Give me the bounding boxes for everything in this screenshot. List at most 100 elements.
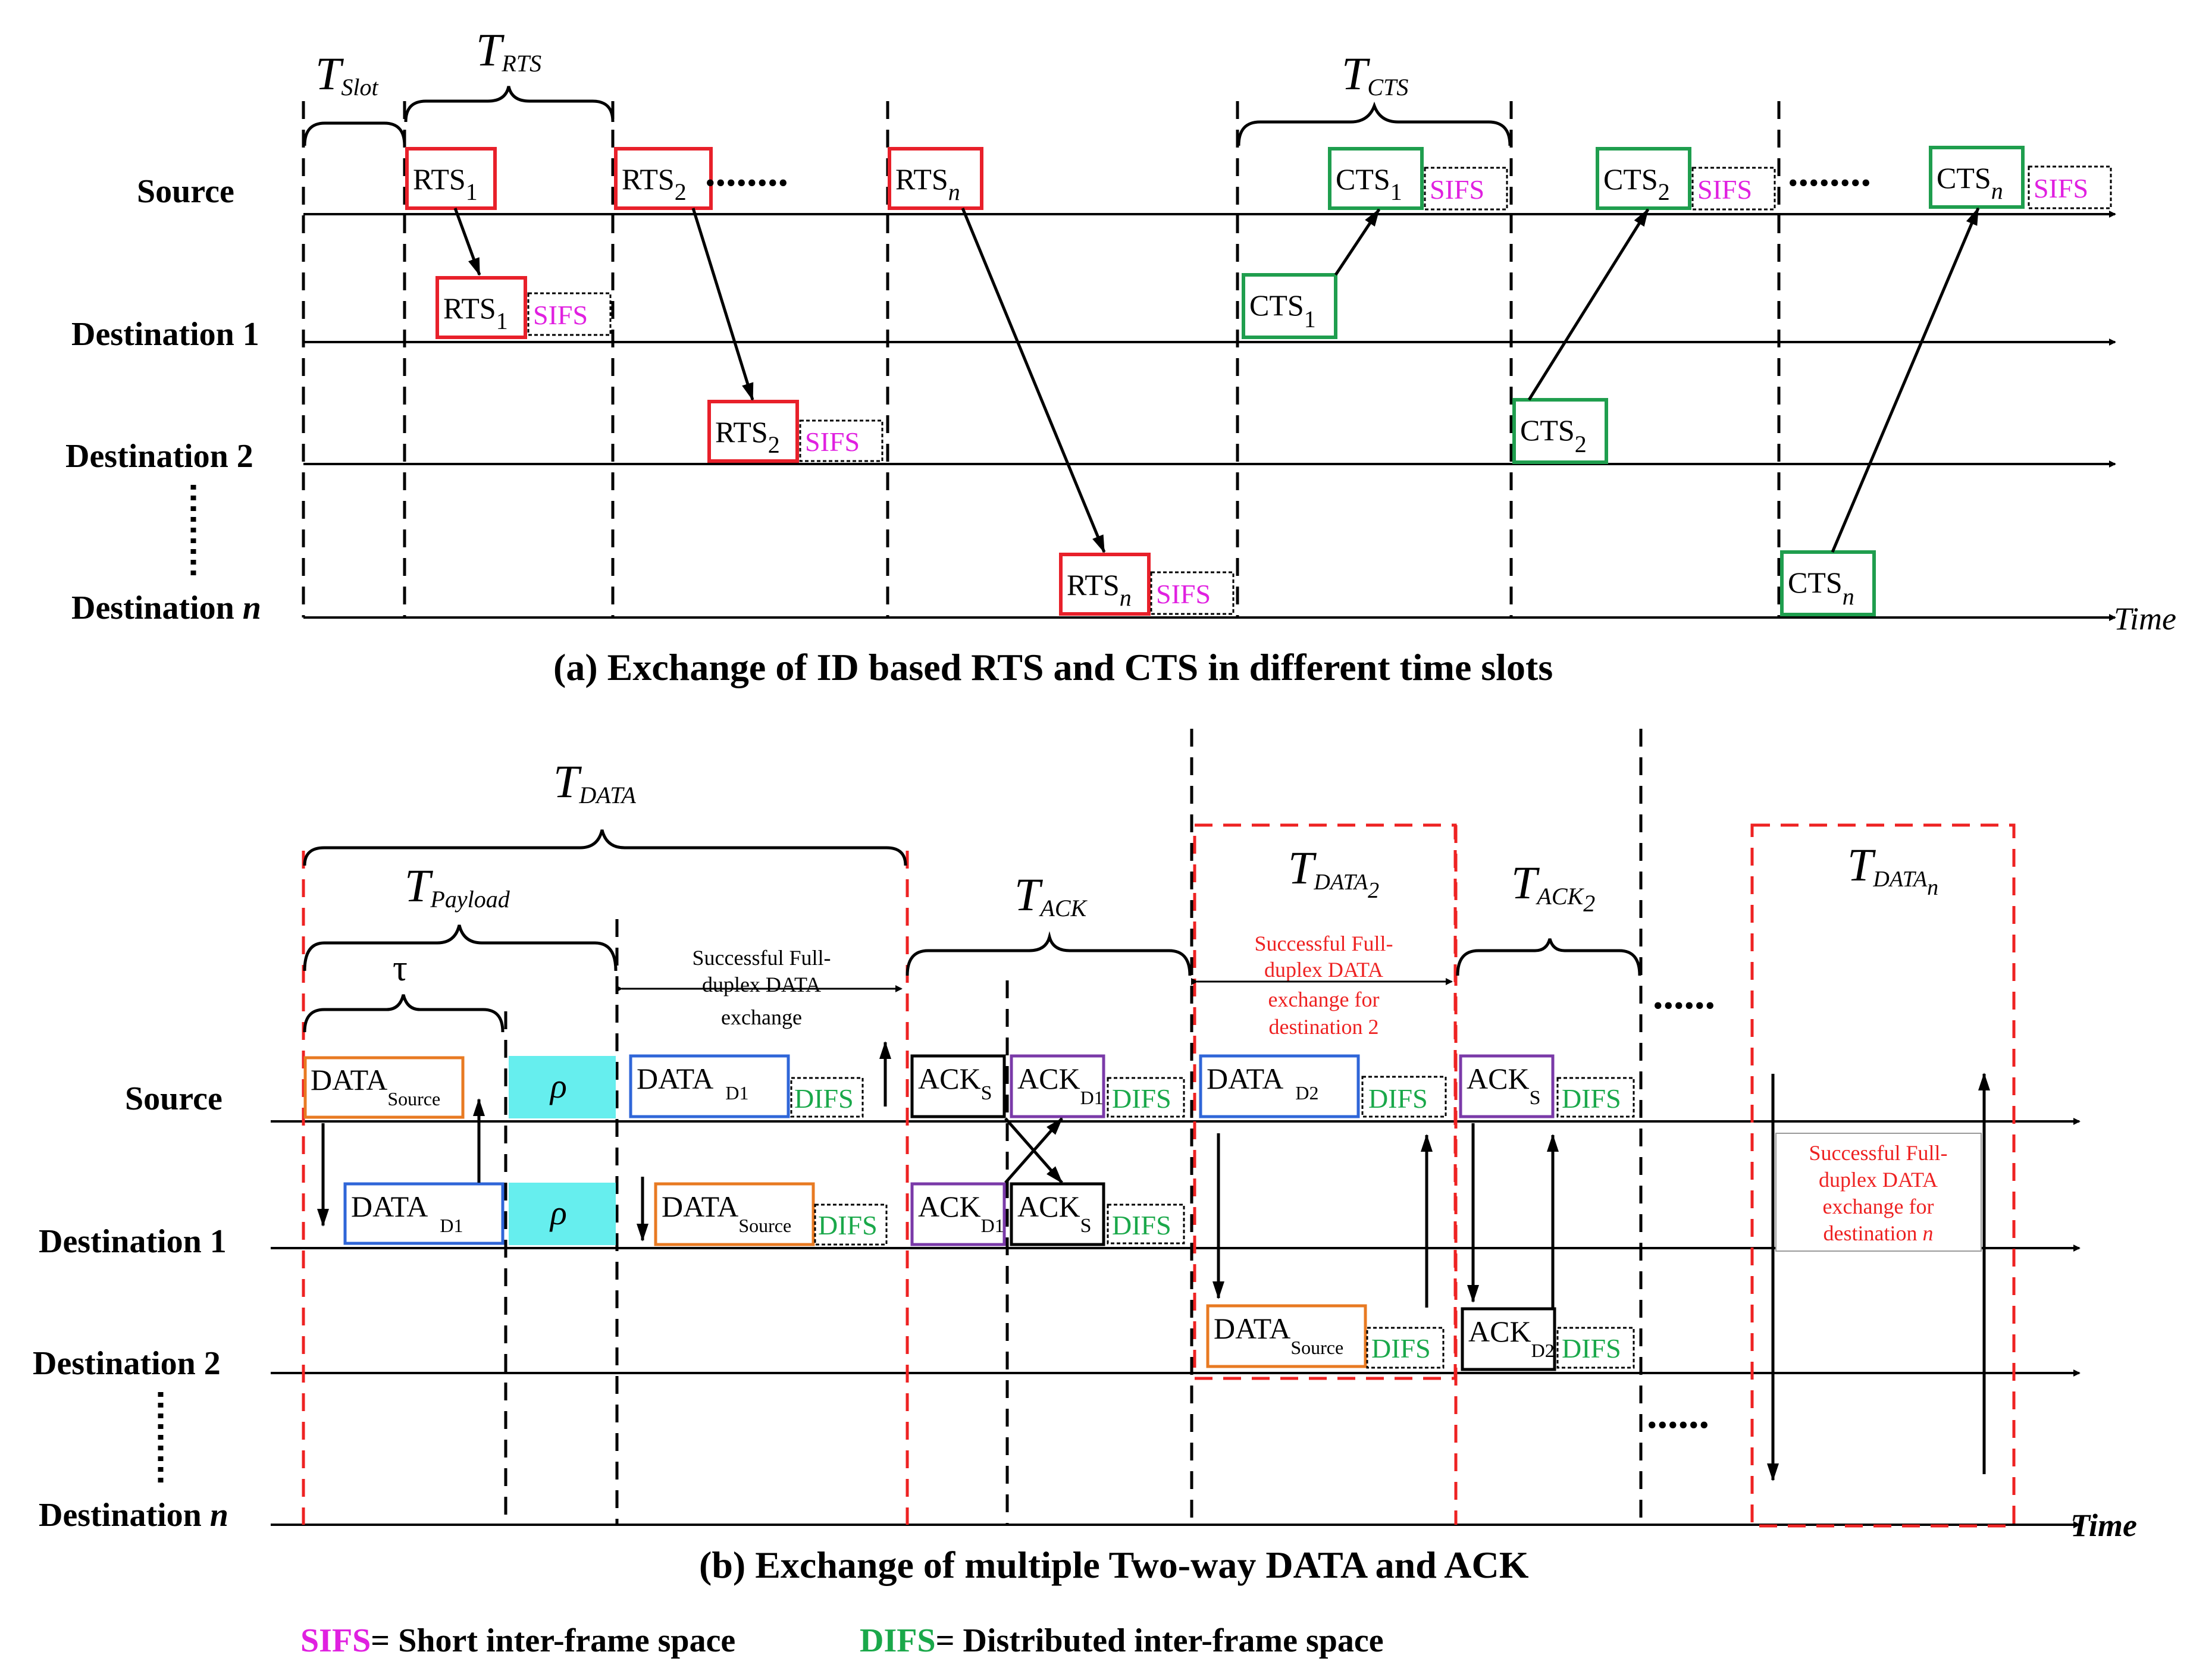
svg-text:RTS2: RTS2 — [622, 162, 687, 205]
cts2-source-box: CTS2 — [1596, 147, 1691, 210]
svg-text:duplex DATA: duplex DATA — [1264, 958, 1383, 982]
ellipsis-cts: ........ — [1788, 149, 1871, 195]
svg-text:DATASource: DATASource — [311, 1063, 440, 1109]
time-label-a: Time — [2114, 601, 2176, 637]
row-label-destn-a: Destination n — [71, 590, 261, 626]
data-source-box-dest1: DATASource — [654, 1182, 815, 1246]
svg-text:CTS1: CTS1 — [1336, 162, 1402, 205]
data-period-frames — [302, 823, 2016, 1528]
svg-text:CTSn: CTSn — [1937, 161, 2003, 204]
difs-box: DIFS — [814, 1203, 888, 1246]
svg-text:Successful Full-: Successful Full- — [693, 946, 831, 970]
svg-text:CTS2: CTS2 — [1603, 162, 1670, 205]
time-label-b: Time — [2070, 1507, 2137, 1543]
svg-text:SIFS: SIFS — [533, 300, 588, 330]
svg-text:ρ: ρ — [549, 1067, 567, 1105]
svg-text:SIFS: SIFS — [1697, 174, 1752, 205]
rts2-dest2-box: RTS2 — [707, 400, 799, 463]
data-source-box-dest2: DATASource — [1206, 1304, 1367, 1368]
svg-text:TDATAn: TDATAn — [1847, 839, 1938, 900]
legend: SIFS= Short inter-frame space DIFS= Dist… — [300, 1622, 1384, 1659]
ack-s-box-source: ACKS — [910, 1054, 1006, 1118]
svg-text:ACKD1: ACKD1 — [1017, 1062, 1104, 1108]
svg-text:DIFS: DIFS — [794, 1083, 854, 1114]
svg-text:destination 2: destination 2 — [1269, 1015, 1379, 1039]
row-label-source-a: Source — [137, 173, 234, 210]
caption-a: (a) Exchange of ID based RTS and CTS in … — [553, 646, 1553, 688]
svg-text:exchange: exchange — [721, 1005, 802, 1029]
sifs-box: SIFS — [1424, 167, 1508, 211]
svg-text:ACKS: ACKS — [1017, 1190, 1092, 1237]
svg-text:CTS1: CTS1 — [1249, 289, 1316, 333]
ack-s-box-dest1: ACKS — [1010, 1182, 1105, 1246]
svg-text:ACKS: ACKS — [918, 1062, 992, 1104]
cts1-source-box: CTS1 — [1328, 147, 1424, 210]
ctsn-source-box: CTSn — [1929, 146, 2025, 209]
svg-text:DIFS: DIFS — [1562, 1333, 1621, 1364]
slot-boundaries-b — [504, 729, 1643, 1525]
svg-text:TDATA2: TDATA2 — [1288, 842, 1379, 903]
svg-text:exchange for: exchange for — [1268, 988, 1380, 1011]
row-label-source-b: Source — [125, 1080, 223, 1117]
svg-text:RTS2: RTS2 — [715, 415, 780, 458]
brace-tdatan: TDATAn — [1847, 839, 1938, 900]
svg-text:CTSn: CTSn — [1788, 566, 1854, 610]
svg-text:CTS2: CTS2 — [1520, 413, 1587, 457]
row-label-dest1-a: Destination 1 — [71, 316, 259, 353]
svg-text:DIFS= Distributed inter-frame: DIFS= Distributed inter-frame space — [860, 1622, 1384, 1659]
rts1-dest1-box: RTS1 — [435, 276, 527, 339]
svg-text:exchange for: exchange for — [1823, 1195, 1934, 1218]
svg-text:SIFS: SIFS — [805, 427, 860, 457]
brace-tdata2: TDATA2 — [1288, 842, 1379, 903]
svg-text:TDATA: TDATA — [553, 756, 637, 808]
ellipsis-b-top: ...... — [1653, 972, 1715, 1018]
difs-box: DIFS — [1361, 1076, 1447, 1118]
sifs-box: SIFS — [799, 419, 883, 462]
rts2-source-box: RTS2 — [614, 147, 713, 210]
brace-tau: τ — [303, 948, 505, 1033]
difs-box: DIFS — [1366, 1327, 1445, 1369]
brace-tcts: TCTS — [1237, 48, 1512, 146]
svg-text:ACKD1: ACKD1 — [918, 1190, 1004, 1236]
brace-tdata: TDATA — [303, 756, 907, 866]
svg-text:TRTS: TRTS — [476, 24, 541, 77]
ellipsis-rts: ........ — [705, 149, 788, 195]
svg-text:TACK2: TACK2 — [1511, 857, 1595, 917]
svg-text:SIFS: SIFS — [1430, 174, 1484, 205]
transmission-arrows-a — [453, 207, 1980, 553]
svg-text:DATASource: DATASource — [662, 1190, 791, 1236]
ctsn-destn-box: CTSn — [1780, 550, 1876, 616]
svg-text:RTS1: RTS1 — [413, 162, 478, 205]
row-label-dest2-a: Destination 2 — [65, 438, 253, 475]
rho-box-dest1: ρ — [509, 1183, 616, 1245]
ack-s-box-source-2: ACKS — [1459, 1054, 1555, 1118]
brace-tack2: TACK2 — [1456, 857, 1641, 976]
svg-text:DIFS: DIFS — [1112, 1083, 1171, 1114]
svg-text:DIFS: DIFS — [1368, 1083, 1428, 1114]
svg-text:SIFS: SIFS — [2034, 173, 2088, 203]
difs-box: DIFS — [1556, 1077, 1635, 1118]
cts1-dest1-box: CTS1 — [1242, 273, 1337, 339]
svg-text:DATAD1: DATAD1 — [637, 1062, 748, 1104]
part-a: Source Destination 1 Destination 2 Desti… — [65, 24, 2176, 688]
row-label-dest2-b: Destination 2 — [33, 1345, 221, 1382]
svg-text:ρ: ρ — [549, 1193, 567, 1232]
svg-text:Successful Full-: Successful Full- — [1255, 932, 1393, 955]
difs-box: DIFS — [1107, 1077, 1185, 1118]
difs-box: DIFS — [1556, 1327, 1635, 1369]
brace-tack: TACK — [906, 869, 1192, 976]
svg-text:duplex DATA: duplex DATA — [702, 973, 821, 996]
svg-text:DIFS: DIFS — [1562, 1083, 1621, 1114]
ack-d1-box-dest1: ACKD1 — [910, 1182, 1006, 1246]
brace-tpayload: TPayload — [303, 860, 618, 971]
ack-d2-box-dest2: ACKD2 — [1461, 1307, 1556, 1371]
svg-text:duplex DATA: duplex DATA — [1819, 1168, 1938, 1192]
ack-d1-box-source: ACKD1 — [1010, 1054, 1105, 1118]
svg-text:DATAD1: DATAD1 — [351, 1190, 463, 1236]
svg-text:τ: τ — [393, 948, 408, 989]
difs-box: DIFS — [1107, 1203, 1185, 1245]
svg-text:ACKS: ACKS — [1467, 1062, 1541, 1109]
data-source-box: DATASource — [303, 1056, 465, 1119]
sifs-box: SIFS — [1150, 571, 1235, 615]
